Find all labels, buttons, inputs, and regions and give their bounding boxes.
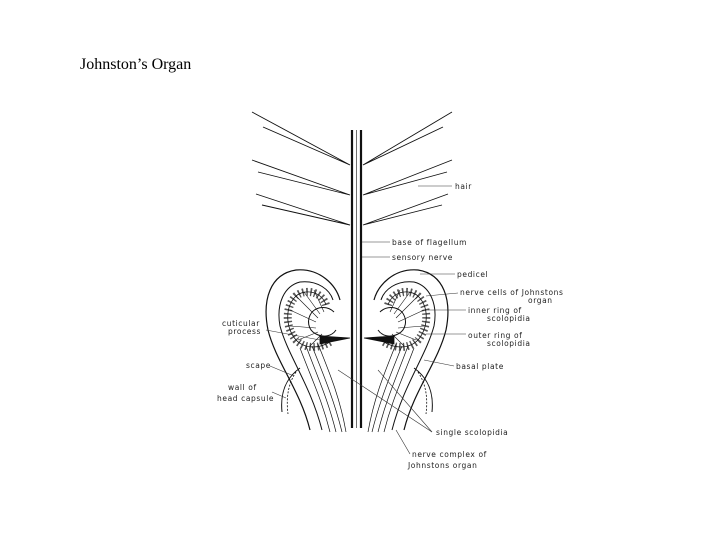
label-basal-plate: basal plate [456, 362, 504, 371]
label-cuticular-1: cuticular [222, 319, 260, 328]
hairs-left [251, 111, 351, 226]
label-outer-ring-2: scolopidia [487, 339, 531, 348]
label-pedicel: pedicel [457, 270, 488, 279]
label-nerve-cells-2: organ [528, 296, 553, 305]
label-wall-1: wall of [228, 383, 257, 392]
diagram-labels: hair base of flagellum sensory nerve ped… [217, 182, 564, 470]
label-base-of-flagellum: base of flagellum [392, 238, 467, 247]
label-nerve-cells-1: nerve cells of Johnstons [460, 288, 564, 297]
label-single-scolopidia: single scolopidia [436, 428, 508, 437]
label-nerve-complex-1: nerve complex of [412, 450, 487, 459]
slide-title: Johnston’s Organ [80, 56, 192, 73]
flagellum-shaft [350, 130, 363, 428]
hairs-right [362, 111, 453, 226]
label-outer-ring-1: outer ring of [468, 331, 522, 340]
label-inner-ring-2: scolopidia [487, 314, 531, 323]
left-organ [265, 269, 351, 433]
label-inner-ring-1: inner ring of [468, 306, 522, 315]
leader-lines [265, 185, 466, 455]
label-sensory-nerve: sensory nerve [392, 253, 453, 262]
right-organ [363, 269, 449, 433]
label-cuticular-2: process [228, 327, 261, 336]
label-wall-2: head capsule [217, 394, 274, 403]
label-scape: scape [246, 361, 271, 370]
label-nerve-complex-2: Johnstons organ [407, 461, 477, 470]
label-hair: hair [455, 182, 472, 191]
